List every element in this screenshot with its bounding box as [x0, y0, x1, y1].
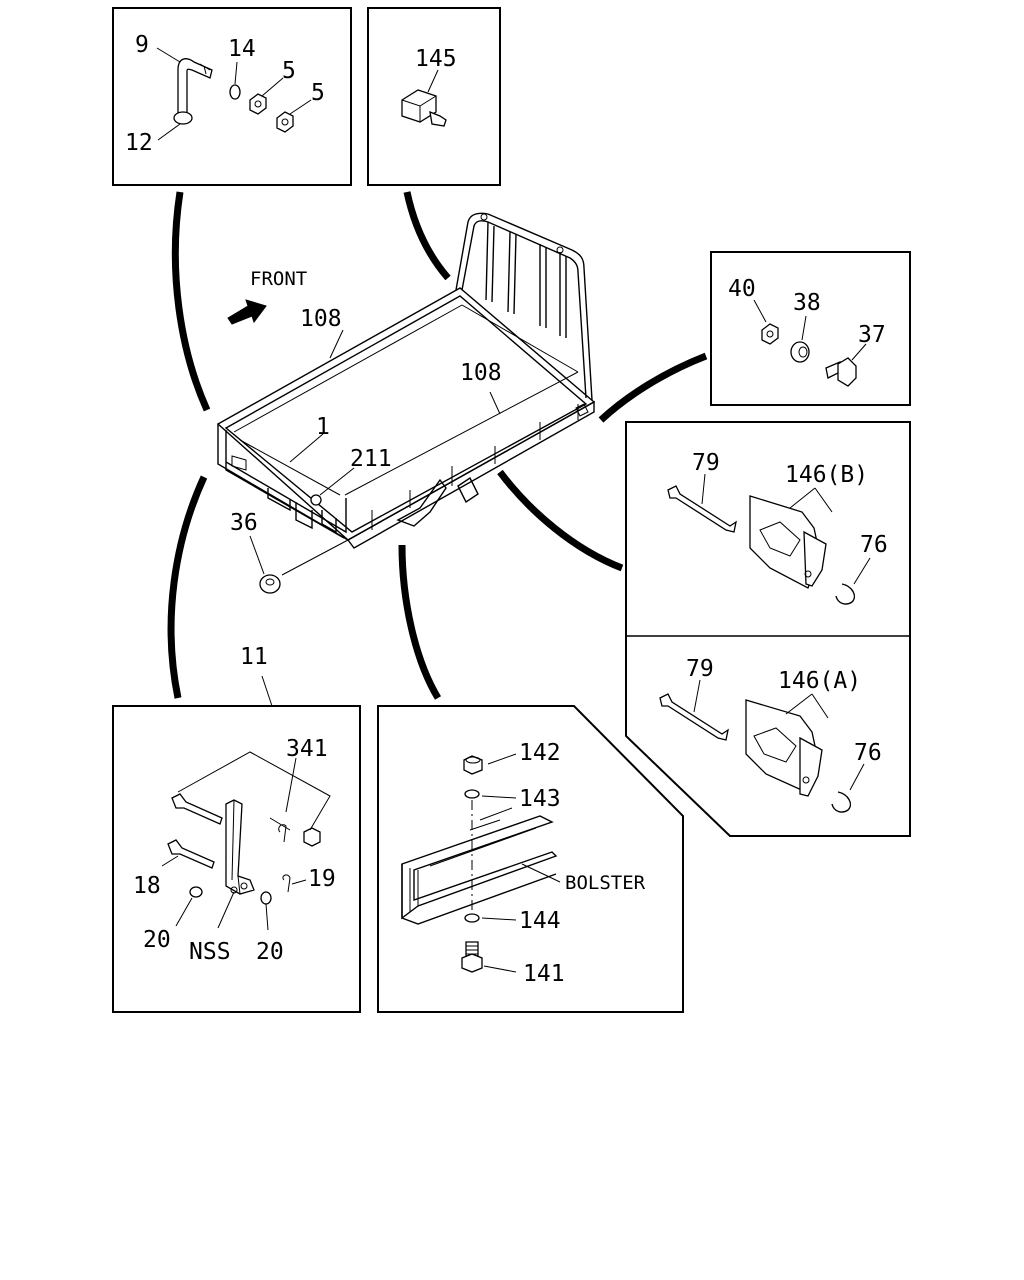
pipe-nut-part	[173, 111, 193, 125]
collar-part	[790, 341, 810, 363]
nut-part	[463, 755, 483, 775]
part-label-36: 36	[230, 510, 258, 536]
front-arrow-icon	[227, 299, 267, 325]
part-label-37: 37	[858, 322, 886, 348]
nut-part	[276, 111, 294, 133]
part-label-141: 141	[523, 961, 565, 987]
box-stay: 11 341 18 19 20 NSS 20	[112, 644, 361, 1013]
nut-part	[249, 93, 267, 115]
part-label-5: 5	[282, 58, 296, 84]
box-sensor: 145	[367, 7, 501, 186]
part-label-143: 143	[519, 786, 561, 812]
front-label: FRONT	[250, 268, 307, 290]
part-label-79: 79	[692, 450, 720, 476]
arc-to-sensor-box	[403, 191, 451, 281]
part-label-76: 76	[860, 532, 888, 558]
washer-part	[229, 84, 241, 100]
connector-arcs	[167, 191, 708, 700]
part-label-108: 108	[300, 306, 342, 332]
arc-to-bolt-box	[598, 352, 708, 423]
bolt-part	[171, 793, 223, 825]
part-label-79: 79	[686, 656, 714, 682]
part-label-108: 108	[460, 360, 502, 386]
washer-part	[189, 886, 203, 898]
arc-to-hinge-box	[497, 469, 624, 572]
part-label-5: 5	[311, 80, 325, 106]
arc-to-hose-box	[171, 191, 211, 412]
bolt-part	[167, 839, 215, 869]
box-hinge: 79 146(B) 76 79 146(A) 76	[625, 421, 911, 837]
part-label-146b: 146(B)	[785, 462, 868, 488]
box-bolster: 142 143 BOLSTER 144 141	[377, 705, 684, 1013]
part-label-18: 18	[133, 873, 161, 899]
part-label-14: 14	[228, 36, 256, 62]
hinge-pin-part	[667, 485, 737, 533]
part-label-1: 1	[316, 414, 330, 440]
part-label-76: 76	[854, 740, 882, 766]
hinge-pin-part	[659, 693, 729, 741]
washer-part	[464, 789, 480, 799]
part-label-20: 20	[143, 927, 171, 953]
washer-part	[260, 891, 272, 905]
washer-part	[464, 913, 480, 923]
part-label-12: 12	[125, 130, 153, 156]
part-label-38: 38	[793, 290, 821, 316]
part-label-9: 9	[135, 32, 149, 58]
part-label-211: 211	[350, 446, 392, 472]
nut-part	[303, 827, 321, 847]
nut-part	[761, 323, 779, 345]
box-hose-fitting: 9 14 5 5 12	[112, 7, 352, 186]
arc-to-stay-box	[167, 475, 208, 699]
part-label-142: 142	[519, 740, 561, 766]
bushing-part	[259, 574, 281, 594]
arc-to-bolster-box	[398, 544, 441, 700]
part-label-146a: 146(A)	[778, 668, 861, 694]
part-label-144: 144	[519, 908, 561, 934]
part-label-11: 11	[240, 644, 268, 670]
truck-deck: FRONT 108 108 1 211 36	[216, 212, 596, 594]
box-bolt-set: 40 38 37	[710, 251, 911, 406]
part-label-19: 19	[308, 866, 336, 892]
part-label-40: 40	[728, 276, 756, 302]
bolster-label: BOLSTER	[565, 872, 646, 894]
part-label-nss: NSS	[189, 939, 231, 965]
part-label-145: 145	[415, 46, 457, 72]
part-label-341: 341	[286, 736, 328, 762]
part-label-20: 20	[256, 939, 284, 965]
